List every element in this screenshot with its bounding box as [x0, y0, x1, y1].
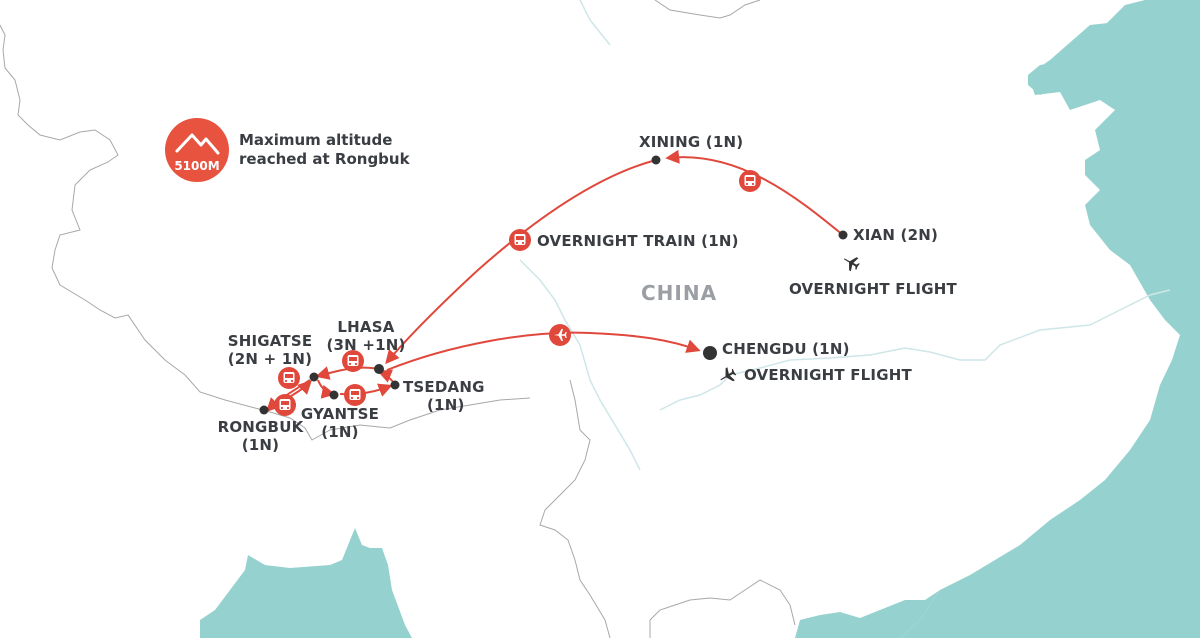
- sea-bay-bohai: [1028, 0, 1160, 95]
- flight-route-icon: [549, 324, 571, 346]
- label-overnight-train: OVERNIGHT TRAIN (1N): [537, 232, 739, 250]
- label-gyantse: GYANTSE (1N): [300, 405, 380, 441]
- stop-dots: [259, 155, 848, 415]
- label-shigatse-name: SHIGATSE: [227, 332, 313, 350]
- label-shigatse: SHIGATSE (2N + 1N): [225, 332, 315, 368]
- label-rongbuk-nights: (1N): [241, 436, 280, 454]
- label-rongbuk: RONGBUK (1N): [213, 418, 308, 454]
- label-shigatse-nights: (2N + 1N): [227, 350, 313, 368]
- label-gyantse-nights: (1N): [321, 423, 359, 441]
- sea-bay-of-bengal: [200, 528, 412, 638]
- label-xian-flight: OVERNIGHT FLIGHT: [789, 280, 957, 298]
- label-chengdu-flight: OVERNIGHT FLIGHT: [744, 366, 912, 384]
- mountain-icon: [175, 133, 220, 155]
- train-icon: [739, 170, 761, 192]
- stop-dot-xian[interactable]: [838, 230, 848, 240]
- sea-south: [795, 590, 940, 638]
- label-tsedang: TSEDANG (1N): [403, 378, 485, 414]
- stop-dot-gyantse[interactable]: [329, 390, 339, 400]
- bus-icon: [274, 394, 296, 416]
- label-xining: XINING (1N): [639, 133, 744, 151]
- stop-dot-xining[interactable]: [651, 155, 661, 165]
- label-lhasa: LHASA (3N +1N): [326, 318, 406, 354]
- stop-dot-tsedang[interactable]: [390, 380, 400, 390]
- legend-line-1: Maximum altitude: [239, 131, 393, 149]
- stop-dot-rongbuk[interactable]: [259, 405, 269, 415]
- label-lhasa-name: LHASA: [337, 318, 395, 336]
- altitude-legend: 5100M Maximum altitude reached at Rongbu…: [165, 118, 410, 182]
- sea-east-coast: [900, 0, 1200, 638]
- bus-icon: [278, 367, 300, 389]
- bus-icon: [344, 384, 366, 406]
- country-label-china: CHINA: [641, 281, 718, 305]
- label-gyantse-name: GYANTSE: [300, 405, 380, 423]
- altitude-description: Maximum altitude reached at Rongbuk: [239, 131, 410, 169]
- stop-dot-lhasa[interactable]: [374, 364, 384, 374]
- label-tsedang-nights: (1N): [427, 396, 465, 414]
- altitude-value: 5100M: [174, 159, 220, 173]
- altitude-badge: 5100M: [165, 118, 229, 182]
- plane-icon-xian: [840, 252, 862, 274]
- country-borders: [0, 0, 796, 638]
- stop-dot-shigatse[interactable]: [309, 372, 319, 382]
- label-chengdu: CHENGDU (1N): [722, 340, 850, 358]
- rivers: [519, 0, 1171, 471]
- label-tsedang-name: TSEDANG: [403, 378, 485, 396]
- legend-line-2: reached at Rongbuk: [239, 150, 410, 168]
- label-lhasa-nights: (3N +1N): [326, 336, 406, 354]
- stop-dot-chengdu[interactable]: [703, 346, 717, 360]
- plane-icon-chengdu: [716, 365, 739, 387]
- label-rongbuk-name: RONGBUK: [217, 418, 304, 436]
- label-xian: XIAN (2N): [853, 226, 939, 244]
- train-icon: [509, 229, 531, 251]
